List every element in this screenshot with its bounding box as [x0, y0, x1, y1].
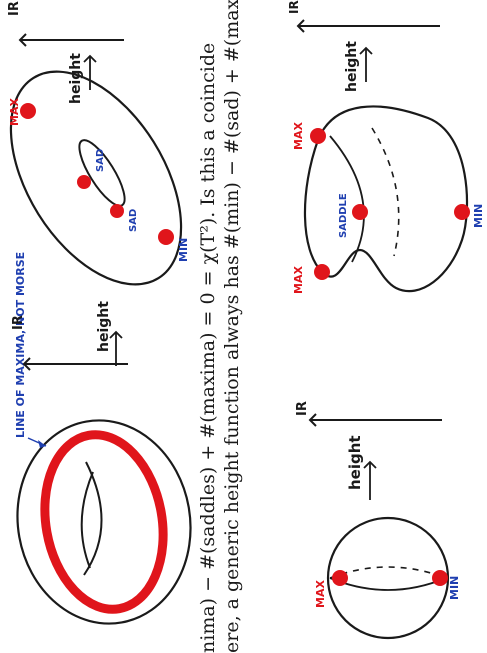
- min-label-bean: MIN: [472, 204, 485, 228]
- line-of-maxima-label: LINE OF MAXIMA, NOT MORSE: [14, 252, 27, 438]
- torus-outline-2: [9, 70, 183, 286]
- caption-line-2: ere, a generic height function always ha…: [221, 0, 243, 653]
- axis-arrowhead-4: [296, 19, 305, 33]
- saddle-point-2a: [77, 175, 91, 189]
- max-label-2: MAX: [8, 98, 21, 126]
- min-point-sphere: [432, 570, 448, 586]
- min-label-2: MIN: [177, 238, 190, 262]
- max-label-bean-a: MAX: [292, 266, 305, 294]
- caption-line-1: nima) − #(saddles) + #(maxima) = 0 = χ(T…: [197, 43, 219, 653]
- axis-label-3: IR: [295, 401, 310, 416]
- axis-arrowhead-1: [22, 357, 31, 371]
- bean-equator-front: [329, 135, 365, 263]
- torus-hole: [78, 139, 126, 207]
- max-point-2: [20, 103, 36, 119]
- sad-label-2b: SAD: [128, 209, 139, 232]
- axis-label-4: IR: [287, 0, 301, 14]
- bean-outline: [303, 105, 469, 293]
- max-label-bean-b: MAX: [292, 122, 305, 150]
- axis-label-1: IR: [11, 315, 26, 330]
- bean-equator-back: [371, 127, 400, 257]
- max-point-bean-b: [310, 128, 326, 144]
- torus-hole-curve-2: [80, 471, 94, 569]
- torus-outline: [16, 419, 192, 625]
- min-label-sphere: MIN: [448, 576, 461, 600]
- axis-arrowhead-3: [308, 413, 317, 427]
- height-arrowhead-3: [363, 460, 377, 469]
- min-point-bean: [454, 204, 470, 220]
- saddle-label-bean: SADDLE: [338, 193, 349, 238]
- saddle-point-2b: [110, 204, 124, 218]
- line-of-maxima: [40, 430, 168, 614]
- height-arrowhead-4: [359, 46, 373, 55]
- max-point-sphere: [332, 570, 348, 586]
- max-point-bean-a: [314, 264, 330, 280]
- saddle-point-bean: [352, 204, 368, 220]
- axis-label-2: IR: [7, 1, 22, 16]
- height-label-2: height: [68, 53, 84, 104]
- height-label-3: height: [346, 435, 364, 490]
- sad-label-2a: SAD: [95, 149, 106, 172]
- torus-tilted-diagram: MAX MIN SAD SAD height IR: [7, 1, 190, 286]
- height-arrowhead-2: [83, 54, 97, 63]
- label-arrowhead: [38, 440, 46, 448]
- max-label-sphere: MAX: [314, 580, 327, 608]
- caption: nima) − #(saddles) + #(maxima) = 0 = χ(T…: [197, 0, 243, 653]
- height-label-1: height: [96, 301, 112, 352]
- height-label-4: height: [344, 41, 360, 92]
- torus-flat-diagram: LINE OF MAXIMA, NOT MORSE height IR: [11, 252, 192, 625]
- min-point-2: [158, 229, 174, 245]
- axis-arrowhead-2: [18, 33, 27, 47]
- sphere-diagram: MAX MIN height IR: [295, 401, 461, 640]
- bean-diagram: MAX MAX SADDLE MIN height IR: [287, 0, 485, 294]
- height-arrowhead-1: [109, 330, 123, 339]
